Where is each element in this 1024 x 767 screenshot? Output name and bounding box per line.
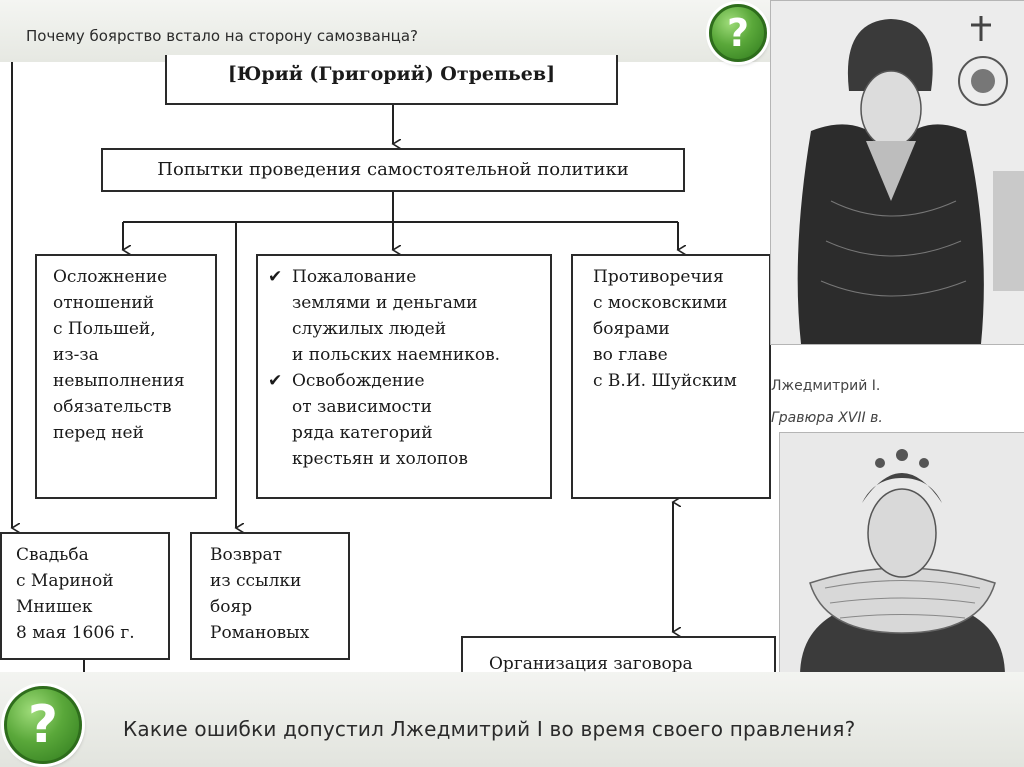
question-badge-icon: ? [4,686,82,764]
boyars-line: во главе [593,345,668,365]
grant-line: Освобождение [292,371,425,391]
poland-line: отношений [53,293,155,313]
poland-line: Осложнение [53,267,168,287]
return-box: Возврат из ссылки бояр Романовых [190,532,350,660]
grants-box: ✔ Пожалование землями и деньгами служилы… [256,254,552,499]
poland-line: перед ней [53,423,144,443]
poland-line: с Польшей, [53,319,156,339]
grant-line: Пожалование [292,267,417,287]
wedding-line: 8 мая 1606 г. [16,623,135,643]
portrait-false-dmitry [770,0,1024,345]
portrait-caption-source: Гравюра XVII в. [771,410,883,426]
header-question: Почему боярство встало на сторону самозв… [26,27,418,45]
poland-line: невыполнения [53,371,185,391]
checkmark-icon: ✔ [268,371,283,391]
grant-line: землями и деньгами [292,293,478,313]
boyars-line: с московскими [593,293,728,313]
grant-item-peasants: ✔ Освобождение от зависимости ряда катег… [268,368,540,472]
grant-line: служилых людей [292,319,447,339]
grant-line: от зависимости [292,397,432,417]
grant-line: крестьян и холопов [292,449,468,469]
grant-line: и польских наемников. [292,345,501,365]
checkmark-icon: ✔ [268,267,283,287]
poland-line: обязательств [53,397,172,417]
poland-box: Осложнение отношений с Польшей, из-за не… [35,254,217,499]
return-line: из ссылки [210,571,302,591]
boyars-line: боярами [593,319,670,339]
wedding-box: Свадьба с Мариной Мнишек 8 мая 1606 г. [0,532,170,660]
boyars-line: Противоречия [593,267,724,287]
diagram-title: [Юрий (Григорий) Отрепьев] [165,55,618,105]
boyars-line: с В.И. Шуйским [593,371,737,391]
wedding-line: Мнишек [16,597,93,617]
plot-box: Организация заговора [461,636,776,676]
portrait-caption-name: Лжедмитрий I. [771,378,881,394]
boyars-box: Противоречия с московскими боярами во гл… [571,254,771,499]
wedding-line: с Мариной [16,571,114,591]
header-band [0,0,770,62]
return-line: Романовых [210,623,310,643]
question-badge-icon: ? [709,4,767,62]
return-line: Возврат [210,545,282,565]
footer-band [0,672,1024,767]
grant-line: ряда категорий [292,423,433,443]
poland-line: из-за [53,345,99,365]
grant-item-lands: ✔ Пожалование землями и деньгами служилы… [268,264,540,368]
wedding-line: Свадьба [16,545,89,565]
footer-question: Какие ошибки допустил Лжедмитрий I во вр… [123,717,856,741]
return-line: бояр [210,597,253,617]
portrait-marina-mniszech [779,432,1024,677]
policy-box: Попытки проведения самостоятельной полит… [101,148,685,192]
